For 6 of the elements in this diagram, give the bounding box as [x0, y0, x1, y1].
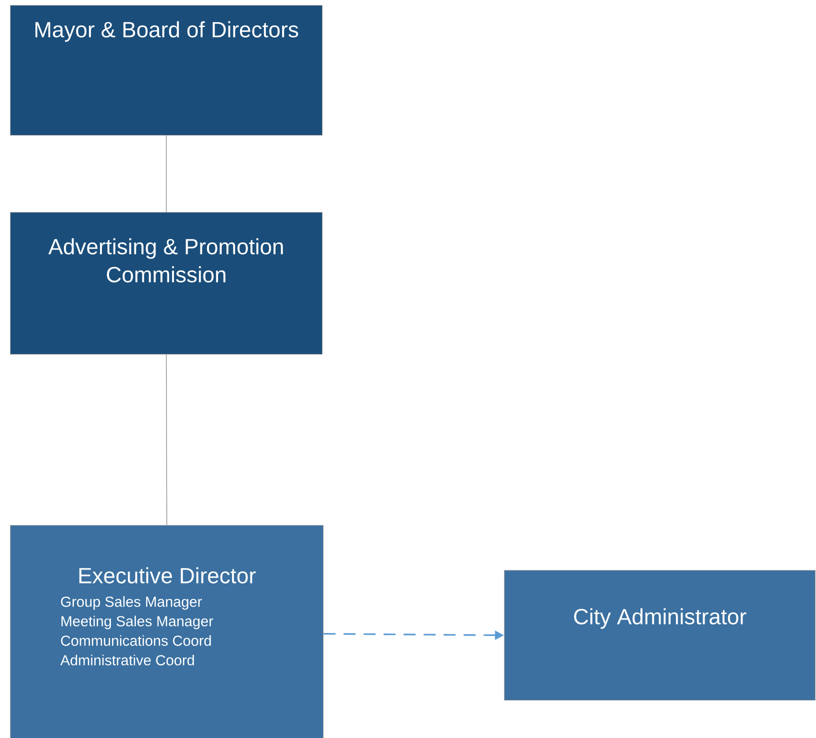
- org-box: Mayor & Board of Directors: [10, 5, 323, 136]
- org-box: City Administrator: [504, 570, 816, 701]
- connector: [166, 354, 168, 526]
- connector: [166, 135, 167, 212]
- org-box: Executive Director Group Sales Manager Meeting Sales Manager Communications Coord Administrative Coord: [10, 524, 324, 738]
- org-box: Advertising & Promotion Commission: [10, 212, 323, 355]
